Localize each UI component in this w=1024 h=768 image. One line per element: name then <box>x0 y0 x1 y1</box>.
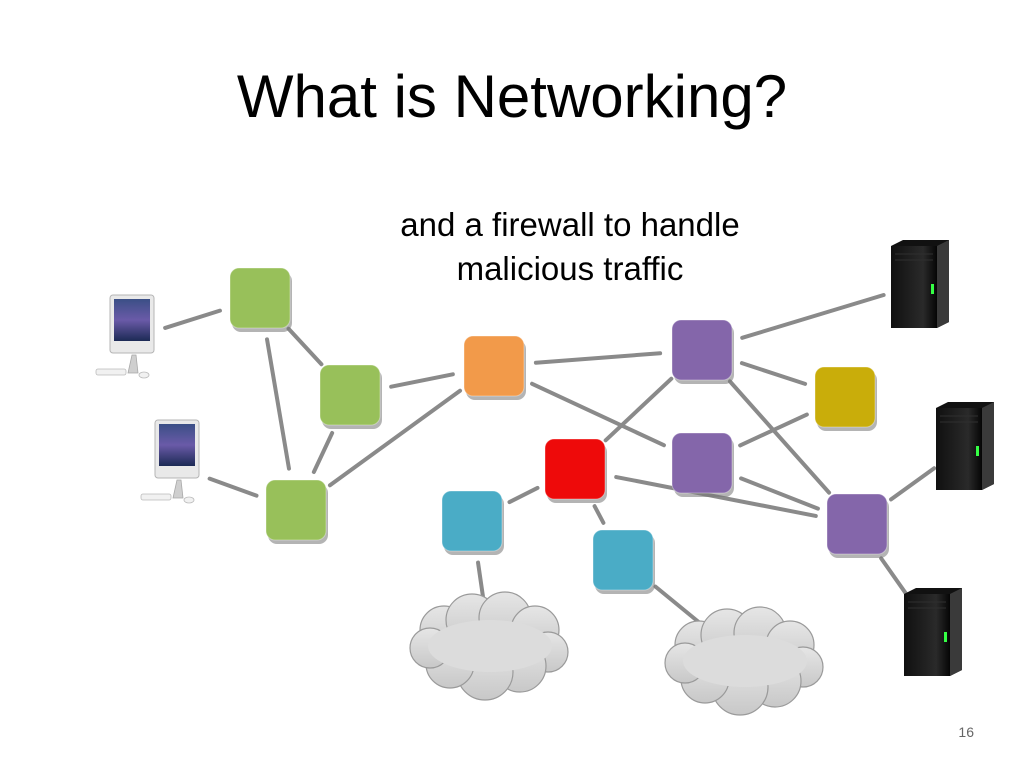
link-firewall-blue-2 <box>592 504 606 525</box>
node-gold-1 <box>814 366 877 431</box>
node-firewall <box>544 438 607 503</box>
link-green-2-green-3 <box>311 431 335 474</box>
link-orange-1-purple-1 <box>533 351 663 365</box>
link-green-3-orange-1 <box>327 388 463 488</box>
node-blue-1 <box>441 490 504 555</box>
link-purple-1-server-1 <box>740 293 886 340</box>
node-green-3 <box>265 479 328 544</box>
link-imac-2-green-3 <box>207 476 259 498</box>
node-purple-2 <box>671 432 734 497</box>
link-green-2-orange-1 <box>389 372 455 389</box>
cloud-2-cloud-icon <box>664 606 824 716</box>
link-firewall-blue-1 <box>507 485 540 505</box>
link-imac-1-green-1 <box>163 308 222 330</box>
node-purple-3 <box>826 493 889 558</box>
devices-layer <box>95 240 994 716</box>
link-green-1-green-3 <box>265 337 291 471</box>
link-orange-1-purple-2 <box>530 381 666 448</box>
imac-2-computer-icon <box>140 419 200 504</box>
cloud-1-cloud-icon <box>409 591 569 701</box>
node-orange-1 <box>463 335 526 400</box>
node-blue-2 <box>592 529 655 594</box>
link-green-1-green-2 <box>286 326 324 367</box>
link-purple-2-purple-3 <box>739 476 820 511</box>
link-purple-2-gold-1 <box>738 412 809 448</box>
link-purple-3-server-2 <box>889 466 937 502</box>
server-1-server-icon <box>891 240 949 328</box>
nodes-layer <box>229 267 889 594</box>
link-purple-1-purple-3 <box>727 379 832 495</box>
server-2-server-icon <box>936 402 994 490</box>
link-purple-1-gold-1 <box>739 361 808 386</box>
link-purple-1-firewall <box>603 376 674 443</box>
slide-caption: and a firewall to handle malicious traff… <box>345 203 795 291</box>
node-purple-1 <box>671 319 734 384</box>
node-green-2 <box>319 364 382 429</box>
caption-line-2: malicious traffic <box>456 250 684 287</box>
server-3-server-icon <box>904 588 962 676</box>
node-green-1 <box>229 267 292 332</box>
page-number: 16 <box>958 724 974 740</box>
imac-1-computer-icon <box>95 294 155 379</box>
slide-title: What is Networking? <box>236 63 788 130</box>
caption-line-1: and a firewall to handle <box>400 206 740 243</box>
